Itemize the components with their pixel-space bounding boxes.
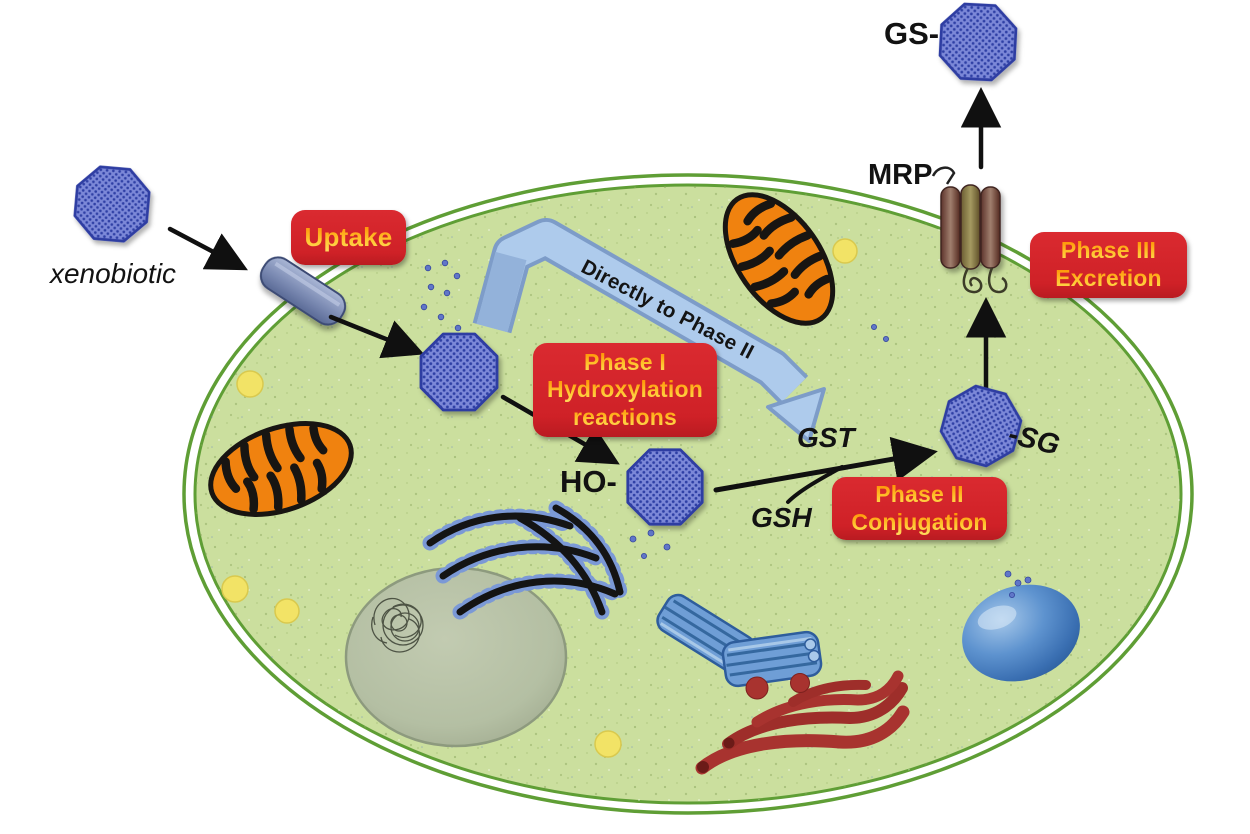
phase2-box: Phase II Conjugation [832,477,1007,540]
xenobiotic-octagon-inside [419,332,499,412]
golgi-apparatus [695,670,910,775]
phase3-line2: Excretion [1055,265,1162,291]
phase1-line2: Hydroxylation [547,376,703,403]
phase3-line1: Phase III [1060,237,1157,264]
arrow-gst-conjugation [713,436,938,493]
ribbon-arrow-directly-to-phase2 [472,218,826,443]
uptake-box-label: Uptake [304,221,393,252]
uptake-box: Uptake [291,210,406,265]
phase3-box: Phase III Excretion [1030,232,1187,298]
chromatin-scribble [371,597,424,653]
arrow-xenobiotic-to-membrane [167,226,248,271]
rough-endoplasmic-reticulum [422,500,628,620]
phase2-line1: Phase II [875,480,964,507]
outer-membrane-line [182,173,1194,815]
ho-label: HO- [560,464,617,499]
mrp-loop [931,166,956,185]
phase2-line2: Conjugation [851,508,988,535]
small-molecule-dots [420,259,1032,599]
lysosomes-yellow [221,238,858,758]
uptake-transporter [259,256,347,326]
mrp-transporter [940,184,1001,270]
gst-label: GST [797,422,855,453]
phase1-box: Phase I Hydroxylation reactions [533,343,717,437]
excreted-gs-conjugate-octagon [937,1,1019,83]
phase1-line1: Phase I [584,348,666,375]
phase1-line3: reactions [572,403,678,430]
ribbon-arrowhead [766,387,826,443]
xenobiotic-label: xenobiotic [49,258,177,289]
arrow-gsh-merge [786,465,844,504]
xenobiotic-octagon-outside [71,163,153,245]
gs-product-label: GS- [884,16,940,51]
hydroxylated-xenobiotic-octagon [626,448,704,526]
arrow-transporter-to-cytosol [328,314,425,359]
gsh-label: GSH [751,502,812,533]
mrp-label: MRP [868,159,933,191]
vesicle-blue [962,584,1080,682]
nucleus [344,566,568,748]
centriole-right [721,630,823,688]
glutathione-tail-squiggle [962,267,1008,294]
